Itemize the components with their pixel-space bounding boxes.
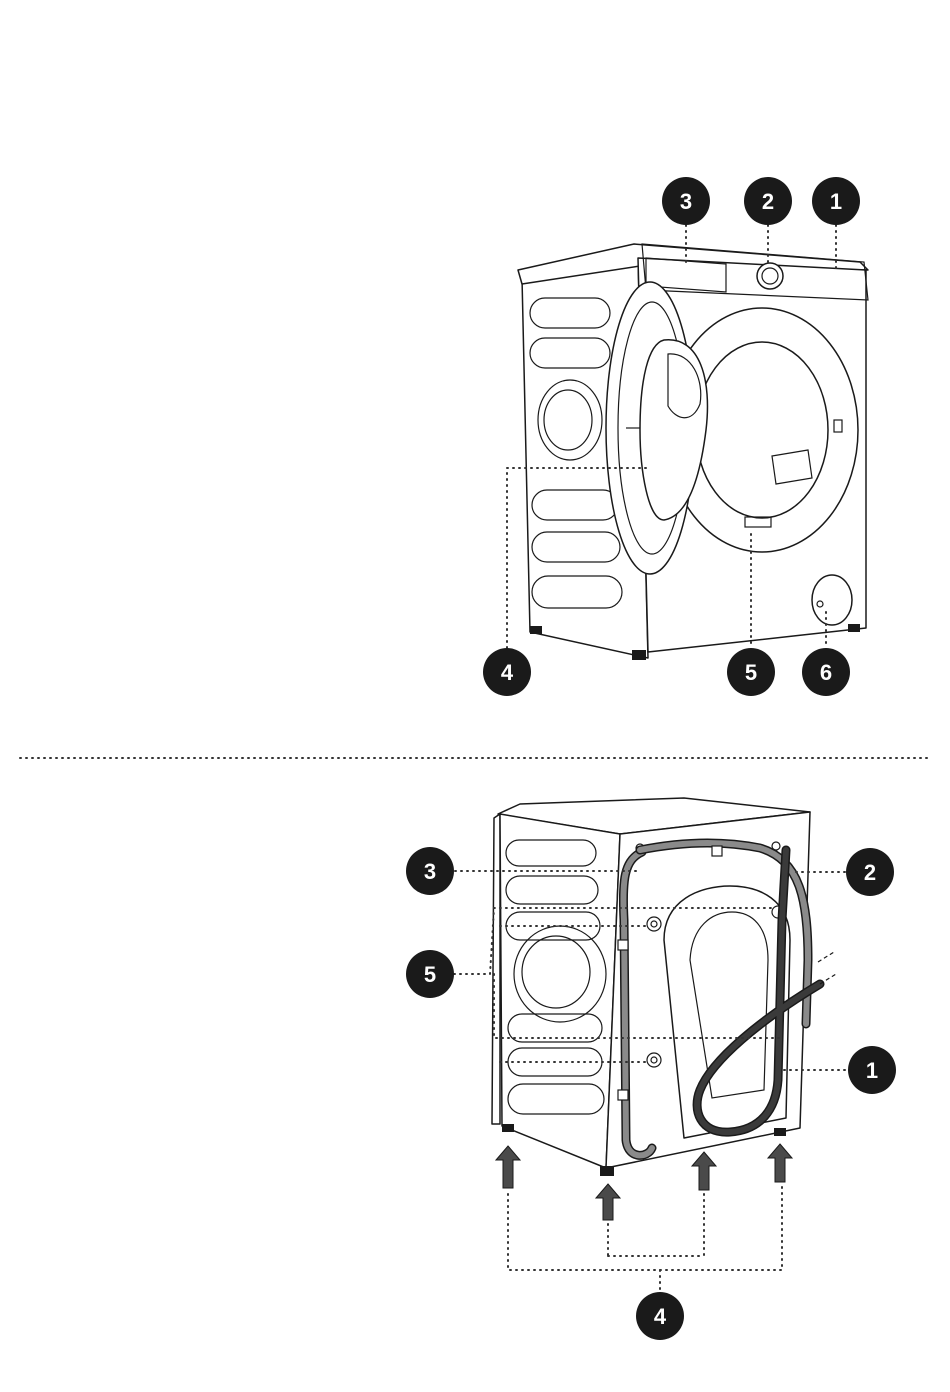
drum-opening <box>696 342 828 518</box>
program-knob <box>757 263 783 289</box>
svg-text:2: 2 <box>762 189 774 214</box>
front-callout-2: 2 <box>744 177 792 225</box>
svg-text:2: 2 <box>864 860 876 885</box>
svg-text:3: 3 <box>680 189 692 214</box>
arrow-up-icon <box>496 1146 520 1188</box>
rear-side-panel <box>500 814 620 1168</box>
svg-text:1: 1 <box>830 189 842 214</box>
rear-callout-4: 4 <box>636 1292 684 1340</box>
rear-view-washer <box>492 798 836 1176</box>
svg-text:6: 6 <box>820 660 832 685</box>
front-callout-1: 1 <box>812 177 860 225</box>
arrow-up-icon <box>596 1184 620 1220</box>
rear-side-edge <box>492 814 500 1124</box>
front-callout-5: 5 <box>727 648 775 696</box>
hose-clip <box>618 940 628 950</box>
filter-cover <box>812 575 852 625</box>
hose-clip <box>712 846 722 856</box>
rear-foot-right <box>774 1128 786 1136</box>
rear-callout-2: 2 <box>846 848 894 896</box>
foot-front-center <box>632 650 646 660</box>
svg-text:1: 1 <box>866 1058 878 1083</box>
rear-callout-1: 1 <box>848 1046 896 1094</box>
svg-text:5: 5 <box>745 660 757 685</box>
rear-foot-left <box>502 1124 514 1132</box>
rear-foot-front <box>600 1166 614 1176</box>
arrow-up-icon <box>692 1152 716 1190</box>
front-callout-6: 6 <box>802 648 850 696</box>
front-callout-4: 4 <box>483 648 531 696</box>
rear-callout-3: 3 <box>406 847 454 895</box>
hose-clip <box>618 1090 628 1100</box>
hose-continuation <box>818 952 836 984</box>
foot-front-left <box>530 626 542 634</box>
front-view-washer <box>518 244 868 660</box>
rear-callout-5: 5 <box>406 950 454 998</box>
foot-front-right <box>848 624 860 632</box>
svg-text:3: 3 <box>424 859 436 884</box>
front-callout-3: 3 <box>662 177 710 225</box>
svg-text:5: 5 <box>424 962 436 987</box>
svg-text:4: 4 <box>654 1304 667 1329</box>
svg-text:4: 4 <box>501 660 514 685</box>
arrow-up-icon <box>768 1144 792 1182</box>
